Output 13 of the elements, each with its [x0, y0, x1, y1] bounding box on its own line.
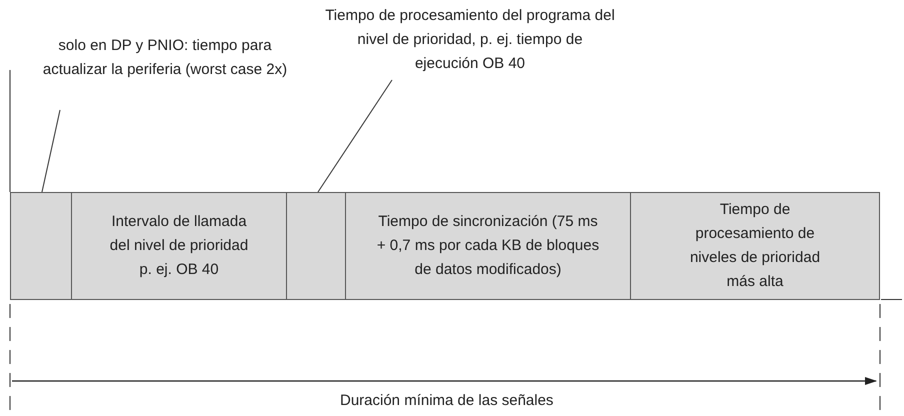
empty-segment	[10, 192, 72, 300]
timeline-segment	[71, 192, 287, 300]
timeline-segment	[345, 192, 631, 300]
annotation-text: solo en DP y PNIO: tiempo para actualizar la periferia (worst case 2x)	[30, 34, 300, 110]
segment-text: Intervalo de llamada del nivel de prioridad p. ej. OB 40	[108, 212, 250, 280]
segment-text: Tiempo de sincronización (75 ms + 0,7 ms por cada KB de bloques de datos modificados)	[376, 212, 600, 280]
empty-segment	[286, 192, 346, 300]
leader-line	[318, 80, 392, 192]
segment-text: Tiempo de procesamiento de niveles de prioridad más alta	[688, 200, 822, 292]
leader-line	[42, 110, 60, 192]
dimension-label: Duración mínima de las señales	[340, 392, 554, 409]
annotation-text: Tiempo de procesamiento del programa del nivel de prioridad, p. ej. tiempo de ejecución OB 40	[325, 4, 615, 80]
timeline-segment	[630, 192, 880, 300]
